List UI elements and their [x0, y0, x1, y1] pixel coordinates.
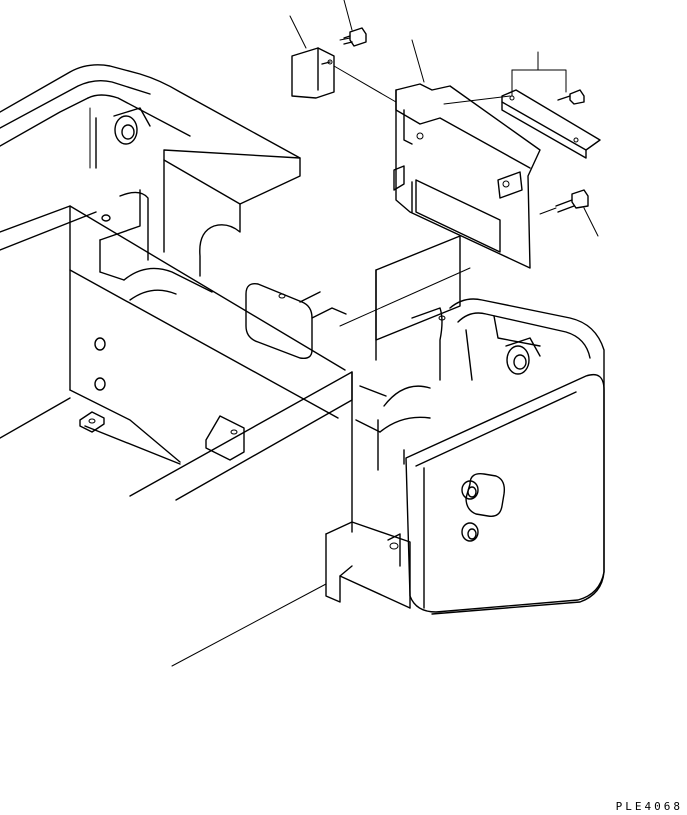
- exploded-parts: [291, 27, 601, 269]
- figure-code: PLE4068: [615, 800, 683, 813]
- leader-lines: [89, 0, 599, 667]
- main-frame: [0, 64, 605, 615]
